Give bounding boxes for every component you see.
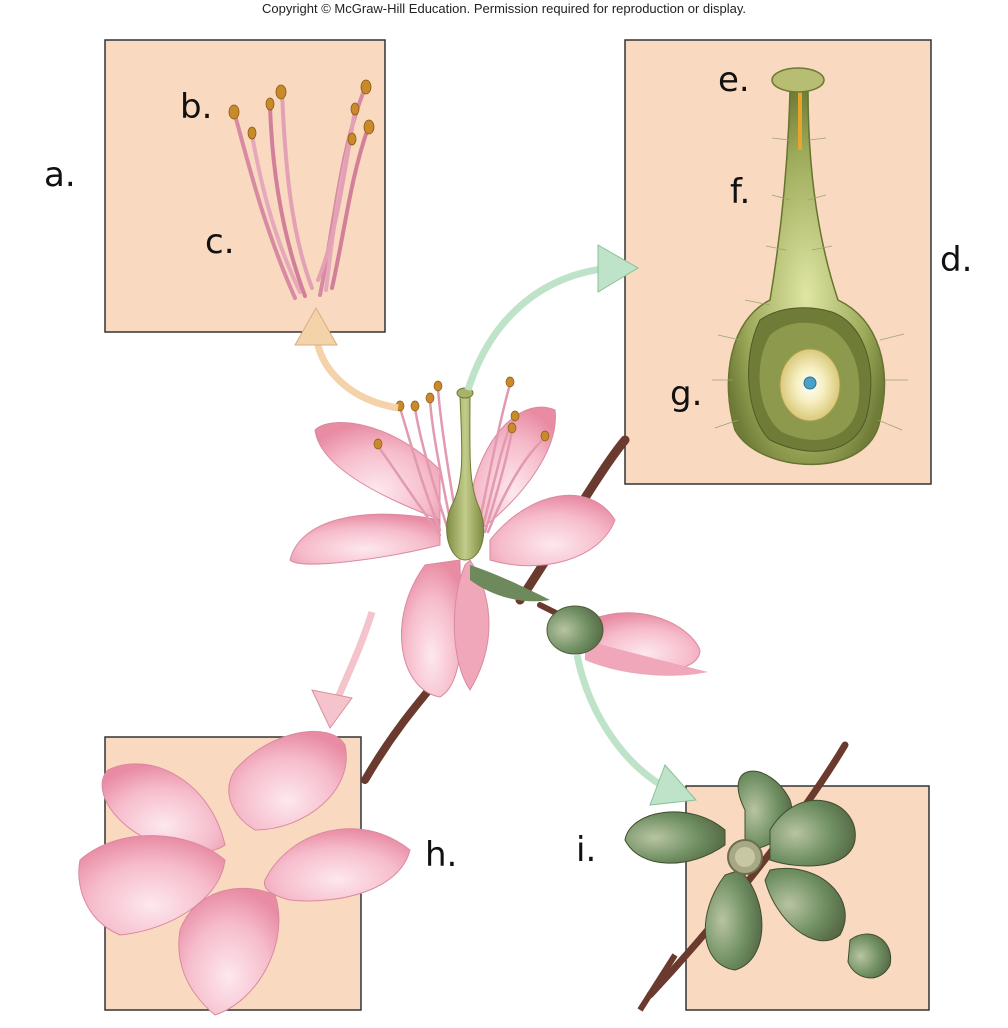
sepals-illustration <box>624 741 892 1012</box>
arrow-to-pistil <box>464 244 639 392</box>
petal <box>289 513 441 565</box>
copyright-notice: Copyright © McGraw-Hill Education. Permi… <box>261 1 747 16</box>
flower-bud <box>546 605 708 676</box>
label-h: h. <box>425 835 458 875</box>
label-b: b. <box>180 87 213 127</box>
label-a: a. <box>44 155 76 195</box>
stigma <box>771 67 825 93</box>
petal <box>489 494 616 567</box>
pistil-illustration <box>712 67 908 466</box>
label-i: i. <box>576 830 597 870</box>
label-g: g. <box>670 374 703 414</box>
label-e: e. <box>718 60 750 100</box>
arrow-to-sepals <box>573 654 698 806</box>
pistil <box>446 394 485 561</box>
arrow-to-stamens <box>294 306 399 412</box>
label-f: f. <box>730 172 751 212</box>
petal <box>401 559 463 698</box>
label-d: d. <box>940 240 973 280</box>
arrow-to-petals <box>311 610 376 729</box>
label-c: c. <box>205 222 235 262</box>
stamens-illustration <box>228 79 375 300</box>
petal <box>314 422 441 521</box>
petal <box>469 406 556 531</box>
petal <box>453 559 490 691</box>
loose-petals <box>78 730 411 1016</box>
central-flower <box>289 376 616 698</box>
